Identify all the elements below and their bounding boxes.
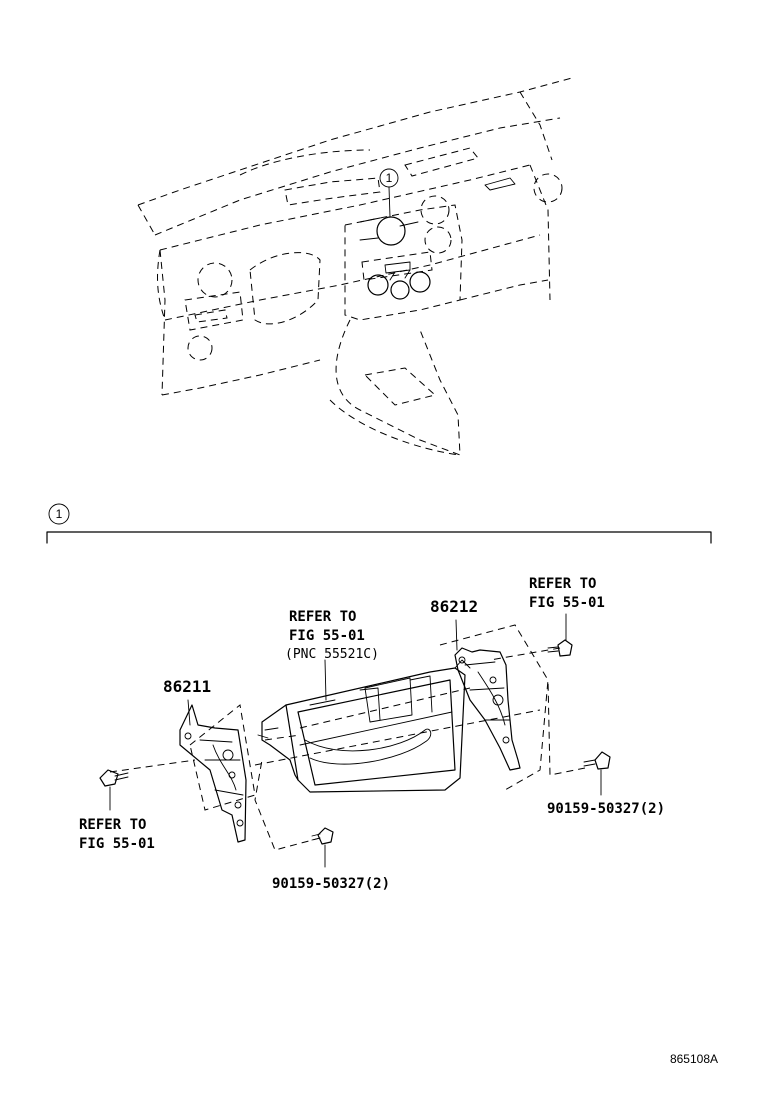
refer-right-line1: REFER TO xyxy=(529,576,596,592)
refer-center-line2: FIG 55-01 xyxy=(289,628,365,644)
refer-center-pnc: (PNC 55521C) xyxy=(285,647,379,662)
refer-right-line2: FIG 55-01 xyxy=(529,595,605,611)
bracket-right-86212 xyxy=(454,647,521,771)
refer-left-line1: REFER TO xyxy=(79,817,146,833)
bolt-part-number-right: 90159-50327(2) xyxy=(547,801,665,817)
bolt-part-number-bottom: 90159-50327(2) xyxy=(272,876,390,892)
screw-top-right xyxy=(547,613,573,657)
detail-callout-number: 1 xyxy=(56,507,63,521)
detail-assembly xyxy=(99,613,611,868)
figure-code: 865108A xyxy=(670,1052,718,1066)
part-number-86211: 86211 xyxy=(163,677,211,696)
bracket-left-86211 xyxy=(179,704,247,843)
dashboard-overview: 1 xyxy=(137,77,573,456)
screw-left xyxy=(99,769,129,811)
refer-left-line2: FIG 55-01 xyxy=(79,836,155,852)
audio-unit-body xyxy=(257,659,471,793)
screw-bottom xyxy=(311,827,334,868)
screw-lower-right xyxy=(583,751,611,796)
refer-center-line1: REFER TO xyxy=(289,609,356,625)
overview-callout-number: 1 xyxy=(386,171,393,185)
detail-section-header: 1 xyxy=(46,503,712,544)
part-number-86212: 86212 xyxy=(430,597,478,616)
